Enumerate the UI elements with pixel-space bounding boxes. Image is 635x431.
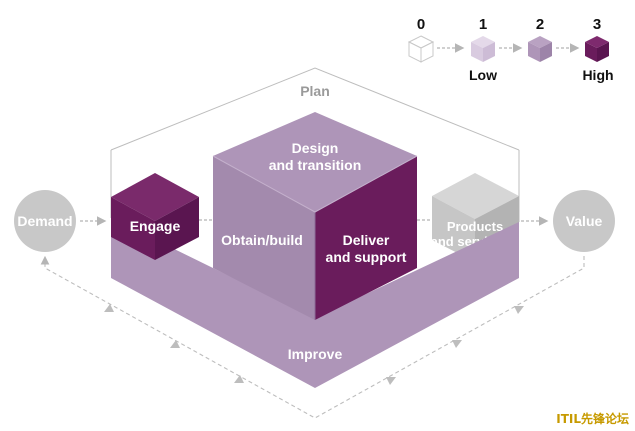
products-services-label-1: Products <box>447 219 503 234</box>
plan-label: Plan <box>300 83 330 99</box>
demand-node <box>14 190 76 252</box>
design-transition-label-1: Design <box>292 140 339 156</box>
obtain-build-face <box>213 156 315 320</box>
maturity-legend: 0 1 2 3 Low H <box>407 16 614 83</box>
improve-label: Improve <box>288 346 343 362</box>
obtain-build-label: Obtain/build <box>221 232 303 248</box>
forum-watermark: ITIL先锋论坛 <box>556 412 629 426</box>
central-cube <box>212 112 418 320</box>
legend-level-3-number: 3 <box>593 16 601 33</box>
feedback-loop-chevrons <box>104 304 524 385</box>
legend-level-2-number: 2 <box>536 16 544 33</box>
value-label: Value <box>566 213 603 229</box>
engage-cube <box>111 173 199 260</box>
value-node <box>553 190 615 252</box>
deliver-support-label-1: Deliver <box>343 232 390 248</box>
demand-label: Demand <box>17 213 72 229</box>
design-transition-label-2: and transition <box>269 157 362 173</box>
improve-platform <box>111 218 519 388</box>
deliver-support-face <box>315 156 417 320</box>
feedback-loop <box>40 255 585 419</box>
legend-cube-level-1 <box>471 36 495 62</box>
legend-high-caption: High <box>582 67 613 83</box>
design-transition-face <box>213 112 417 212</box>
legend-cube-level-2 <box>528 36 552 62</box>
legend-cube-level-0 <box>407 35 435 63</box>
deliver-support-label-2: and support <box>326 249 407 265</box>
legend-low-caption: Low <box>469 67 497 83</box>
legend-level-1-number: 1 <box>479 16 487 33</box>
legend-cube-level-3 <box>585 36 609 62</box>
legend-level-0-number: 0 <box>417 16 425 33</box>
engage-label: Engage <box>130 218 181 234</box>
